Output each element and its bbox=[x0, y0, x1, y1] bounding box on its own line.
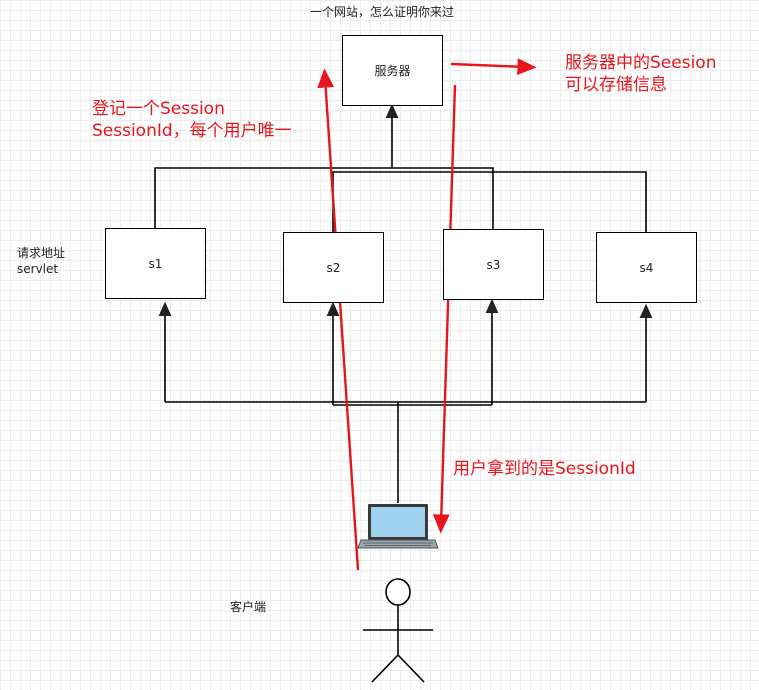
annotation-user-gets-sessionid: 用户拿到的是SessionId bbox=[453, 459, 636, 479]
annotation-register-line1: 登记一个Session bbox=[92, 99, 225, 119]
server-label: 服务器 bbox=[374, 64, 411, 78]
annotation-register-line2: SessionId，每个用户唯一 bbox=[92, 121, 292, 141]
client-servlet-connectors bbox=[158, 298, 653, 503]
servlet-box-s2: s2 bbox=[283, 232, 384, 303]
request-address-line1: 请求地址 bbox=[17, 246, 66, 260]
annotation-arrows bbox=[317, 58, 537, 571]
servlet-box-s4: s4 bbox=[596, 232, 697, 303]
annotation-server-session: 服务器中的Seesion 可以存储信息 bbox=[565, 52, 716, 96]
annotation-server-line2: 可以存储信息 bbox=[565, 75, 667, 95]
servlet-label-s3: s3 bbox=[486, 257, 501, 272]
request-address-label: 请求地址 servlet bbox=[17, 245, 65, 277]
annotation-server-line1: 服务器中的Seesion bbox=[565, 53, 717, 73]
servlet-label-s4: s4 bbox=[639, 260, 654, 275]
client-label: 客户端 bbox=[230, 600, 267, 614]
arrow-server-to-client bbox=[432, 84, 457, 534]
request-address-line2: servlet bbox=[17, 262, 59, 276]
servlet-label-s1: s1 bbox=[148, 256, 163, 271]
servlet-label-s2: s2 bbox=[326, 260, 341, 275]
arrow-client-to-server bbox=[317, 68, 360, 571]
laptop-icon bbox=[357, 504, 439, 549]
annotation-register-session: 登记一个Session SessionId，每个用户唯一 bbox=[92, 98, 292, 142]
servlet-box-s3: s3 bbox=[443, 229, 544, 300]
server-box: 服务器 bbox=[342, 35, 443, 106]
diagram-title: 一个网站，怎么证明你来过 bbox=[310, 5, 455, 19]
user-actor-icon bbox=[363, 578, 433, 683]
arrow-server-to-session bbox=[450, 58, 537, 76]
servlet-box-s1: s1 bbox=[105, 228, 206, 299]
